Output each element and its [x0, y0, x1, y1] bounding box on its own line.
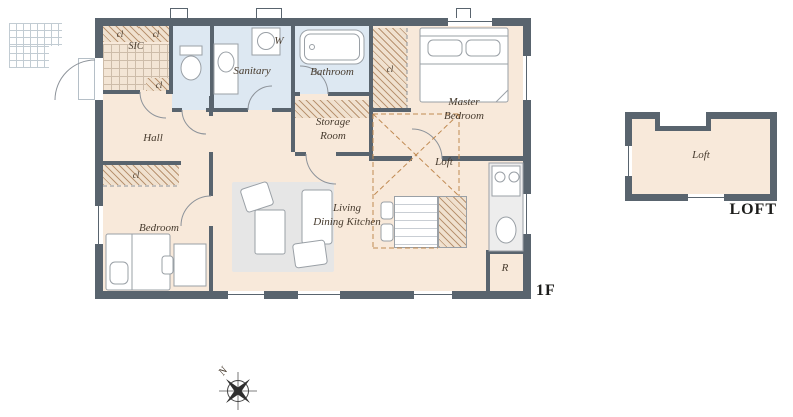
wall-segment — [295, 92, 300, 96]
loft-ladder — [438, 196, 467, 248]
compass-axis — [226, 379, 250, 403]
window — [523, 194, 531, 234]
wall-segment — [209, 96, 213, 116]
wall-segment — [272, 108, 291, 112]
ldk-line2: Dining Kitchen — [313, 215, 381, 228]
room-label-ldk: Living Dining Kitchen — [277, 202, 417, 230]
entrance-step — [78, 58, 95, 100]
compass-needle — [226, 379, 250, 403]
loft-notch-wall — [706, 112, 711, 131]
closet-hatch-hall — [146, 78, 172, 91]
wall-segment — [442, 156, 523, 161]
wall-segment — [206, 108, 248, 112]
closet-label: cl — [155, 80, 163, 90]
wall-segment — [103, 90, 140, 94]
closet-label: cl — [386, 64, 394, 74]
room-label-bathroom: Bathroom — [310, 66, 354, 78]
closet-label: cl — [116, 29, 124, 39]
room-label-sic: SIC — [128, 41, 144, 52]
dining-table — [394, 196, 438, 248]
wall-segment — [209, 226, 213, 291]
floor-title-loft: LOFT — [729, 201, 777, 218]
loft-notch-wall — [655, 112, 660, 131]
window — [448, 18, 492, 26]
room-label-master-bedroom: Master Bedroom — [412, 96, 516, 124]
wall-segment — [166, 90, 173, 94]
compass-needle — [226, 379, 250, 403]
wall-segment — [369, 156, 412, 161]
wall-segment — [328, 92, 371, 96]
bathroom-floor — [295, 26, 369, 94]
window — [298, 291, 340, 299]
compass-north-label: N — [216, 364, 231, 378]
wall-segment — [291, 26, 295, 152]
room-label-loft: Loft — [692, 149, 710, 161]
wall-segment — [209, 152, 213, 196]
window — [688, 194, 724, 201]
wall-segment — [373, 108, 411, 112]
loft-notch-wall — [655, 126, 711, 131]
wall-segment — [210, 26, 214, 110]
room-label-sanitary: Sanitary — [233, 65, 271, 77]
wall-segment — [486, 250, 490, 291]
vent-box — [170, 8, 188, 19]
wall-segment — [295, 152, 306, 156]
exterior-wall-right — [523, 18, 531, 299]
master-line2: Bedroom — [444, 109, 484, 122]
closet-label: cl — [132, 170, 140, 180]
storage-line2: Room — [320, 129, 346, 142]
storage-hatch-band — [295, 100, 369, 118]
window — [228, 291, 264, 299]
loft-notch-gap — [660, 112, 706, 126]
exterior-wall-left — [95, 18, 103, 299]
closet-hatch-entry-right — [139, 26, 169, 42]
closet-hatch-master — [373, 28, 407, 108]
approach-tiles-upper — [9, 23, 62, 46]
storage-line1: Storage — [315, 116, 351, 128]
window — [625, 146, 632, 176]
wall-segment — [486, 250, 523, 254]
floor-title-1f: 1F — [536, 282, 556, 299]
room-label-washer: W — [274, 35, 284, 47]
wall-segment — [103, 161, 181, 165]
master-line1: Master — [448, 96, 480, 108]
closet-hatch-entry-left — [103, 26, 139, 42]
loft-floor — [632, 119, 770, 194]
entrance-opening — [95, 58, 103, 100]
window — [95, 206, 103, 244]
closet-hatch-bedroom — [103, 165, 179, 185]
compass-ring — [227, 380, 249, 402]
closet-label: cl — [152, 29, 160, 39]
room-label-bedroom: Bedroom — [139, 222, 179, 234]
room-label-storage: Storage Room — [293, 116, 373, 144]
compass-axis — [226, 379, 250, 403]
room-label-refrigerator: R — [501, 262, 509, 274]
vent-box — [256, 8, 282, 19]
room-label-loft-void: Loft — [435, 156, 453, 168]
wall-segment — [336, 152, 369, 156]
window — [523, 56, 531, 100]
approach-tiles-lower — [9, 46, 49, 68]
loft-wall-right — [770, 112, 777, 201]
room-label-hall: Hall — [143, 132, 163, 144]
wall-segment — [369, 26, 373, 156]
exterior-wall-top — [95, 18, 531, 26]
ldk-line1: Living — [332, 202, 362, 214]
window — [414, 291, 452, 299]
wall-segment — [172, 108, 182, 112]
wall-segment — [169, 26, 173, 92]
